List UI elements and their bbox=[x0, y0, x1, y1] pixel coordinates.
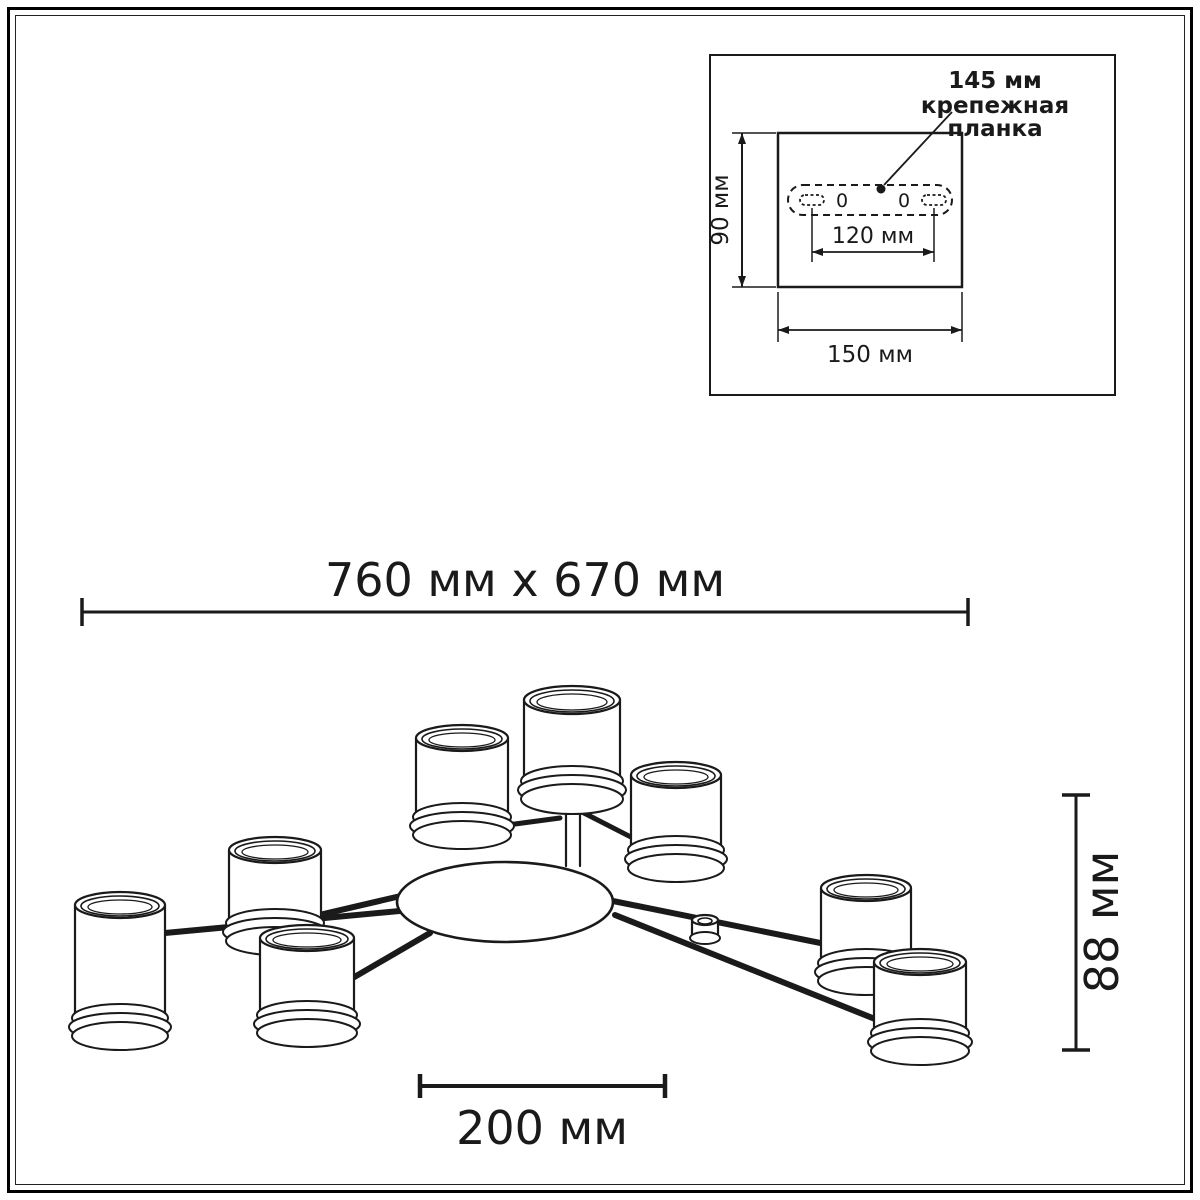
hole-spacing-dimension: 120 мм bbox=[811, 208, 935, 262]
shade-width-label: 200 мм bbox=[456, 1101, 628, 1155]
bracket-name-line2: планка bbox=[947, 116, 1042, 142]
plate-width-dimension: 150 мм bbox=[777, 292, 963, 368]
hole-right-label: 0 bbox=[898, 190, 910, 212]
bracket-name-line1: крепежная bbox=[921, 93, 1069, 119]
mounting-plate-inset: 0 0 145 мм крепежная планка 90 мм 120 мм bbox=[708, 54, 1116, 396]
hole-left-label: 0 bbox=[836, 190, 848, 212]
leader-line bbox=[883, 111, 953, 186]
fixture-height-dimension: 88 мм bbox=[1062, 793, 1129, 1052]
chandelier-line-art bbox=[68, 684, 973, 1066]
slot-hole-left bbox=[799, 194, 825, 206]
plate-height-dimension: 90 мм bbox=[708, 132, 776, 288]
shade-width-dimension: 200 мм bbox=[417, 1074, 668, 1155]
leader-dot bbox=[876, 184, 886, 194]
inset-box bbox=[709, 54, 1116, 396]
overall-size-dimension: 760 мм x 670 мм bbox=[80, 553, 970, 626]
slot-hole-right bbox=[921, 194, 947, 206]
mounting-bracket-outline bbox=[787, 184, 953, 216]
plate-width-label: 150 мм bbox=[827, 342, 913, 368]
fixture-height-label: 88 мм bbox=[1075, 851, 1129, 994]
mounting-plate-face bbox=[776, 131, 964, 289]
bracket-length-label: 145 мм bbox=[948, 68, 1042, 94]
plate-height-label: 90 мм bbox=[708, 174, 734, 245]
hole-spacing-label: 120 мм bbox=[832, 224, 914, 249]
overall-size-label: 760 мм x 670 мм bbox=[325, 553, 725, 607]
